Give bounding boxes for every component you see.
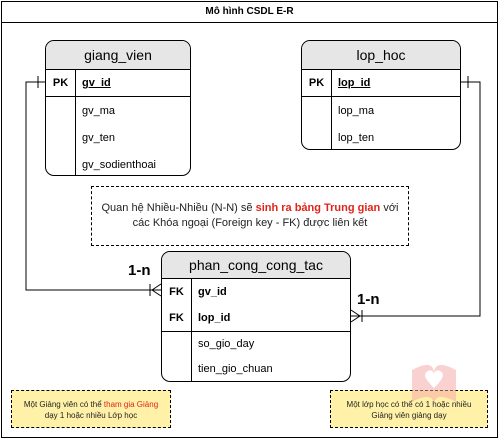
attr-row: lop_ma <box>302 98 460 125</box>
attr-lop-ten: lop_ten <box>338 132 375 144</box>
fk-row: FK gv_id <box>162 279 350 305</box>
entity-lop-hoc[interactable]: lop_hoc PK lop_id lop_ma lop_ten <box>301 40 461 150</box>
note-text-1: Quan hệ Nhiều-Nhiều (N-N) sẽ <box>101 202 256 214</box>
fk-label: FK <box>169 286 184 298</box>
entity-phan-cong-cong-tac[interactable]: phan_cong_cong_tac FK gv_id FK lop_id so… <box>161 251 351 382</box>
attr-so-gio-day: so_gio_day <box>198 338 255 350</box>
sticky-right-text-1: Một lớp học có thể có 1 hoặc nhiều <box>346 400 472 409</box>
note-text-3: các Khóa ngoại (Foreign key - FK) được l… <box>132 217 368 229</box>
note-text-2: với <box>380 202 399 214</box>
attr-gv-ma: gv_ma <box>82 105 116 117</box>
attr-row: tien_gio_chuan <box>162 357 350 381</box>
attr-lop-id: lop_id <box>338 77 371 89</box>
entity-lop-hoc-name: lop_hoc <box>302 41 460 70</box>
attr-tien-gio-chuan: tien_gio_chuan <box>198 363 273 375</box>
watermark-logo-icon <box>412 364 456 406</box>
note-highlight: sinh ra bảng Trung gian <box>255 202 381 214</box>
fk-label: FK <box>169 312 184 324</box>
fk-row: FK lop_id <box>162 305 350 331</box>
entity-giang-vien-name: giang_vien <box>46 41 190 70</box>
cardinality-left: 1-n <box>128 262 151 279</box>
relation-line-lop-hoc <box>351 81 481 317</box>
entity-giang-vien[interactable]: giang_vien PK gv_id gv_ma gv_ten gv_sodi… <box>45 40 191 176</box>
relation-line-giang-vien <box>25 81 161 291</box>
attr-row: gv_sodienthoai <box>46 152 190 175</box>
attr-row: gv_ten <box>46 125 190 152</box>
pk-label: PK <box>308 77 325 89</box>
sticky-left-highlight: tham gia Giảng <box>103 400 159 409</box>
entity-phan-cong-name: phan_cong_cong_tac <box>162 252 350 279</box>
pk-row: PK lop_id <box>302 70 460 97</box>
attr-gv-id: gv_id <box>82 77 111 89</box>
cardinality-right: 1-n <box>357 291 380 308</box>
attr-row: lop_ten <box>302 125 460 149</box>
sticky-note-left: Một Giảng viên có thể tham gia Giảng dạy… <box>11 390 171 428</box>
attr-gv-ten: gv_ten <box>82 132 116 144</box>
diagram-title: Mô hình CSDL E-R <box>1 1 498 23</box>
sticky-right-text-2: Giảng viên giảng dạy <box>371 411 447 420</box>
pk-label: PK <box>52 77 69 89</box>
pk-row: PK gv_id <box>46 70 190 97</box>
attr-gv-sodienthoai: gv_sodienthoai <box>82 159 157 171</box>
sticky-left-text-1: Một Giảng viên có thể <box>23 400 104 409</box>
attr-lop-ma: lop_ma <box>338 105 375 117</box>
attr-row: gv_ma <box>46 98 190 125</box>
attr-row: so_gio_day <box>162 332 350 357</box>
relationship-note: Quan hệ Nhiều-Nhiều (N-N) sẽ sinh ra bản… <box>91 186 409 246</box>
attr-fk-gv-id: gv_id <box>198 286 227 298</box>
sticky-note-right: Một lớp học có thể có 1 hoặc nhiều Giảng… <box>330 390 488 428</box>
attr-fk-lop-id: lop_id <box>198 312 231 324</box>
sticky-left-text-2: dạy 1 hoặc nhiều Lớp học <box>44 411 138 420</box>
